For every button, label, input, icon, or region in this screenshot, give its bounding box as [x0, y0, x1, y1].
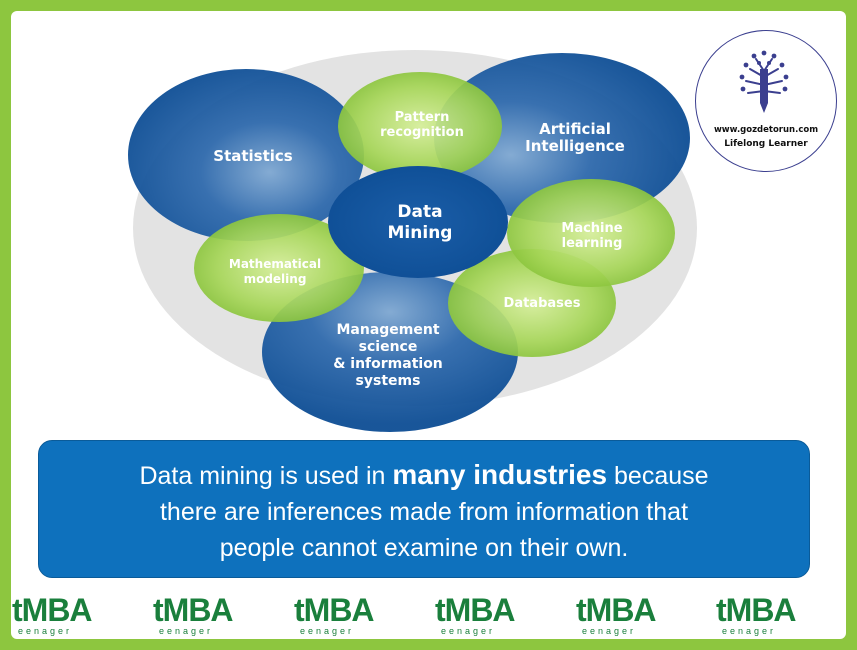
ai-label: Artificial — [539, 120, 611, 138]
statistics-circle — [128, 69, 364, 241]
caption-text-end: because — [607, 462, 709, 490]
mathematical-modeling-label: Mathematical — [229, 257, 321, 271]
tmba-logo: tMBA eenager — [286, 590, 416, 640]
machine-learning-label: Machine — [561, 221, 622, 236]
logo-url: www.gozdetorun.com — [713, 125, 819, 135]
tmba-logo: tMBA eenager — [427, 590, 557, 640]
ai-label-2: Intelligence — [525, 137, 625, 155]
management-label-4: systems — [356, 373, 421, 389]
tmba-wordmark: tMBA — [294, 592, 375, 628]
pattern-recognition-label-2: recognition — [380, 125, 464, 140]
statistics-label: Statistics — [213, 147, 293, 165]
tmba-subtitle: eenager — [441, 626, 496, 636]
management-label-3: & information — [333, 356, 443, 372]
tmba-subtitle: eenager — [300, 626, 355, 636]
caption-emphasis: many industries — [392, 459, 608, 490]
machine-learning-circle — [507, 179, 675, 287]
caption-line-2: there are inferences made from informati… — [159, 498, 689, 526]
tmba-wordmark: tMBA — [716, 592, 797, 628]
tmba-wordmark: tMBA — [12, 592, 93, 628]
tmba-logo: tMBA eenager — [145, 590, 275, 640]
pattern-recognition-label: Pattern — [395, 110, 450, 125]
ai-circle — [434, 53, 690, 223]
tmba-logo: tMBA eenager — [708, 590, 838, 640]
tmba-subtitle: eenager — [159, 626, 214, 636]
databases-label: Databases — [504, 296, 581, 311]
machine-learning-label-2: learning — [562, 236, 623, 251]
data-mining-label-2: Mining — [388, 223, 453, 243]
tmba-wordmark: tMBA — [153, 592, 234, 628]
gozdetorun-logo: www.gozdetorun.com Lifelong Learner — [695, 30, 837, 172]
tmba-wordmark: tMBA — [576, 592, 657, 628]
tmba-wordmark: tMBA — [435, 592, 516, 628]
tmba-brand-row: tMBA eenager tMBA eenager tMBA eenager t… — [0, 590, 857, 640]
tree-pencil-icon — [739, 50, 789, 113]
management-label: Management — [336, 322, 439, 338]
logo-tagline: Lifelong Learner — [724, 139, 808, 149]
management-label-2: science — [359, 339, 418, 355]
data-mining-circle — [328, 166, 508, 278]
caption-text-start: Data mining is used in — [139, 462, 393, 490]
tmba-logo: tMBA eenager — [568, 590, 698, 640]
caption-line-3: people cannot examine on their own. — [219, 534, 629, 562]
tmba-subtitle: eenager — [582, 626, 637, 636]
data-mining-label: Data — [397, 202, 442, 222]
mathematical-modeling-label-2: modeling — [244, 272, 307, 286]
caption-line-1: Data mining is used in many industries b… — [39, 457, 809, 494]
mathematical-modeling-circle — [194, 214, 364, 322]
pattern-recognition-circle — [338, 72, 502, 180]
tmba-subtitle: eenager — [722, 626, 777, 636]
caption-box: Data mining is used in many industries b… — [38, 440, 810, 578]
tmba-logo: tMBA eenager — [4, 590, 134, 640]
tmba-subtitle: eenager — [18, 626, 73, 636]
